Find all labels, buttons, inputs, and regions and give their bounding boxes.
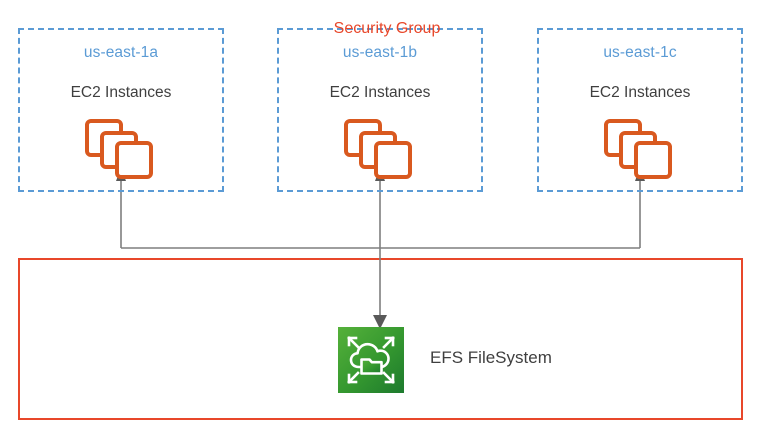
az-resource-label-us-east-1b: EC2 Instances: [329, 84, 431, 101]
ec2-instances-icon: [602, 118, 678, 180]
ec2-instances-icon: [342, 118, 418, 180]
az-label-us-east-1a: us-east-1a: [83, 44, 159, 61]
az-resource-label-us-east-1a: EC2 Instances: [70, 84, 172, 101]
az-resource-label-us-east-1c: EC2 Instances: [589, 84, 691, 101]
efs-filesystem-label: EFS FileSystem: [430, 348, 552, 367]
az-label-us-east-1b: us-east-1b: [342, 44, 418, 61]
availability-zone-us-east-1c: us-east-1c EC2 Instances: [537, 28, 743, 192]
availability-zone-us-east-1a: us-east-1a EC2 Instances: [18, 28, 224, 192]
az-label-us-east-1c: us-east-1c: [603, 44, 677, 61]
ec2-instances-icon: [83, 118, 159, 180]
availability-zone-us-east-1b: us-east-1b EC2 Instances: [277, 28, 483, 192]
security-group-label: Security Group: [333, 20, 441, 37]
efs-filesystem-icon: [338, 327, 404, 393]
